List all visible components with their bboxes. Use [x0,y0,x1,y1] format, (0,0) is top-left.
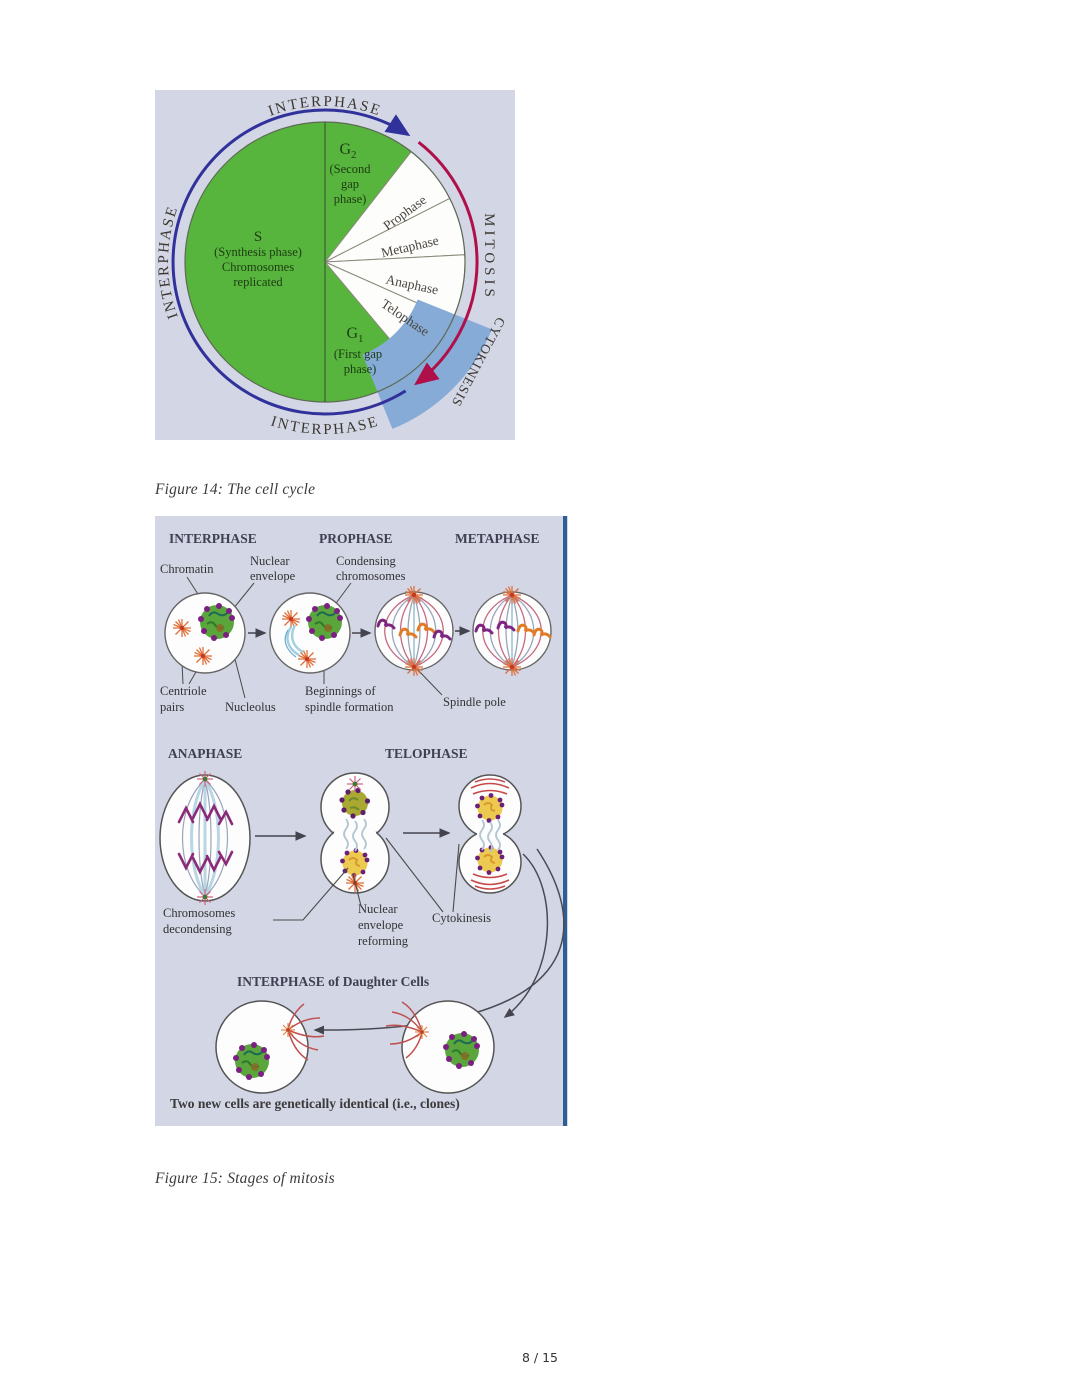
telophase-cell-illustration [320,772,390,894]
spindle-pole-label: Spindle pole [443,695,506,709]
chromosomes-decondensing-label-1: Chromosomes [163,906,235,920]
prometaphase-cell-illustration [374,585,454,677]
clones-note: Two new cells are genetically identical … [170,1096,460,1111]
mitosis-stages-figure: INTERPHASE PROPHASE METAPHASE Chromatin … [155,516,568,1126]
cell-cycle-figure: G2 (Second gap phase) S (Synthesis phase… [155,90,515,440]
daughter-cell-right-illustration [385,1000,495,1094]
cytokinesis-cell-illustration [458,774,522,894]
nuclear-envelope-reforming-label-2: envelope [358,918,404,932]
centriole-pairs-label-2: pairs [160,700,184,714]
s-label: S [254,229,262,245]
interphase-cell-illustration [164,592,246,674]
svg-text:replicated: replicated [233,275,283,289]
prophase-cell-illustration [269,592,351,674]
beginnings-label-2: spindle formation [305,700,394,714]
nuclear-envelope-label-2: envelope [250,569,296,583]
row1-labels: Chromatin Nuclear envelope Condensing ch… [160,554,506,714]
g2-label: G2 [339,141,356,161]
heading-metaphase: METAPHASE [455,531,540,546]
mitosis-arrow-arc [414,141,479,386]
figure15-right-border [563,516,567,1126]
svg-text:Chromosomes: Chromosomes [222,260,294,274]
svg-text:phase): phase) [344,362,377,376]
svg-text:phase): phase) [334,192,367,206]
row2-labels: Chromosomes decondensing Nuclear envelop… [163,902,491,948]
figure14-caption: Figure 14: The cell cycle [155,481,316,498]
condensing-label-2: chromosomes [336,569,406,583]
anaphase-chromosomes [177,801,234,875]
heading-telophase: TELOPHASE [385,746,468,761]
cytokinesis-label: Cytokinesis [432,911,491,925]
centriole-pairs-label-1: Centriole [160,684,207,698]
row3-heading: INTERPHASE of Daughter Cells [237,974,429,989]
svg-text:(First gap: (First gap [334,347,382,361]
row1-headings: INTERPHASE PROPHASE METAPHASE [169,531,540,546]
nuclear-envelope-reforming-label-1: Nuclear [358,902,398,916]
phase-labels: G2 (Second gap phase) S (Synthesis phase… [214,141,382,376]
beginnings-label-1: Beginnings of [305,684,376,698]
anaphase-cell-illustration [159,770,251,906]
chromatin-label: Chromatin [160,562,214,576]
svg-text:(Synthesis phase): (Synthesis phase) [214,245,302,259]
heading-interphase: INTERPHASE [169,531,257,546]
mitosis-side-label: MITOSIS [481,213,497,301]
g1-label: G1 [346,325,363,345]
nucleolus-label: Nucleolus [225,700,276,714]
metaphase-cell-illustration [472,585,552,677]
row2-leader-lines [273,837,460,921]
heading-prophase: PROPHASE [319,531,393,546]
svg-text:gap: gap [341,177,359,191]
interphase-left-label: INTERPHASE [156,203,182,320]
nuclear-envelope-reforming-label-3: reforming [358,934,409,948]
heading-anaphase: ANAPHASE [168,746,242,761]
figure15-caption: Figure 15: Stages of mitosis [155,1170,335,1187]
interphase-arrow-ring [171,108,411,416]
chromosomes-decondensing-label-2: decondensing [163,922,232,936]
daughter-cell-left-illustration [215,1000,325,1094]
page-number: 8 / 15 [521,1350,559,1365]
condensing-label-1: Condensing [336,554,396,568]
nuclear-envelope-label-1: Nuclear [250,554,290,568]
svg-text:(Second: (Second [330,162,372,176]
row2-headings: ANAPHASE TELOPHASE [168,746,468,761]
curved-arrow-icon [503,853,549,1018]
